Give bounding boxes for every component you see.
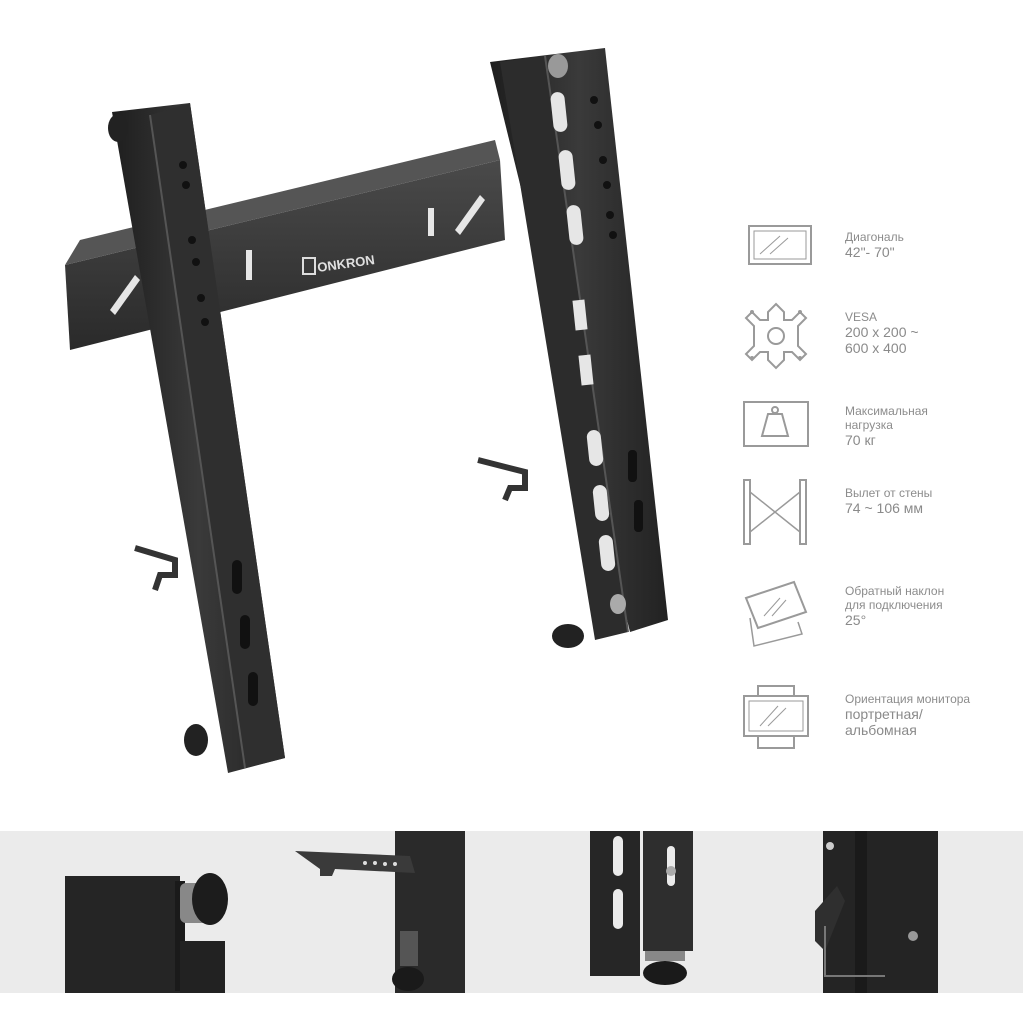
spec-max-load-label-line2: нагрузка [845, 418, 893, 432]
spec-max-load-label-line1: Максимальная [845, 404, 928, 418]
spec-wall-distance-value: 74 ~ 106 мм [845, 500, 924, 516]
spec-orientation-value-line1: портретная/ [845, 706, 923, 722]
spec-reverse-tilt-label-line1: Обратный наклон [845, 584, 945, 598]
spec-reverse-tilt-value: 25° [845, 612, 867, 628]
orientation-icon [740, 684, 812, 756]
spec-reverse-tilt-label-line2: для подключения [845, 598, 943, 612]
reverse-tilt-icon [740, 578, 812, 650]
tv-wall-mount-illustration: ONKRON [65, 48, 668, 773]
spec-vesa-label: VESA [845, 310, 878, 324]
max-load-icon [740, 400, 812, 472]
detail-rail-bottom-image [590, 831, 693, 985]
product-image: ONKRON [65, 48, 668, 773]
detail-photo-strip [0, 831, 1023, 993]
diagonal-icon [740, 222, 812, 294]
wall-distance-icon [740, 478, 812, 550]
spec-max-load-value: 70 кг [845, 432, 876, 448]
vesa-icon [740, 300, 812, 372]
spec-orientation-value-line2: альбомная [845, 722, 917, 738]
spec-vesa-value-line2: 600 x 400 [845, 340, 907, 356]
spec-vesa-value-line1: 200 x 200 ~ [845, 324, 919, 340]
detail-hook-lever-image [295, 831, 465, 993]
detail-latch-image [815, 831, 938, 993]
spec-orientation-label: Ориентация монитора [845, 692, 971, 706]
detail-knob-image [65, 873, 228, 993]
spec-diagonal-value: 42"- 70" [845, 244, 895, 260]
spec-diagonal-label: Диагональ [845, 230, 904, 244]
spec-wall-distance-label: Вылет от стены [845, 486, 933, 500]
